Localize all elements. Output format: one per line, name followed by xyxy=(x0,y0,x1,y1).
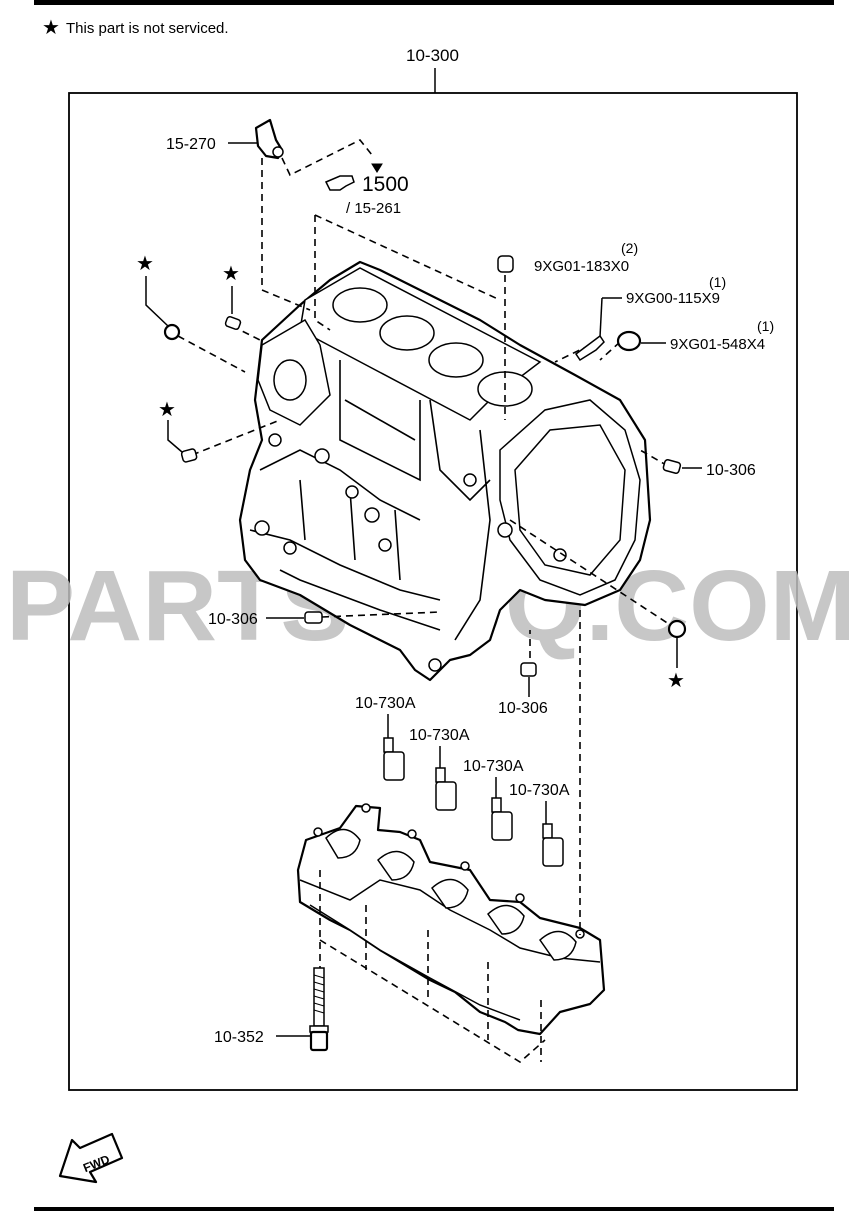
note-text: This part is not serviced. xyxy=(66,20,229,37)
part-10-306-bottom[interactable]: 10-306 xyxy=(498,662,548,717)
label-10-730a-4[interactable]: 10-730A xyxy=(509,782,570,799)
reference-1500[interactable]: 1500 / 15-261 xyxy=(324,163,409,217)
part-10-352[interactable]: 10-352 xyxy=(214,967,329,1052)
label-10-730a-1[interactable]: 10-730A xyxy=(355,695,416,712)
star-icon: ★ xyxy=(136,253,154,275)
qty-115x9: (1) xyxy=(709,274,726,290)
part-9xg00-115x9[interactable]: (1) 9XG00-115X9 xyxy=(574,274,726,362)
qty-548x4: (1) xyxy=(757,318,774,334)
star-part-plug-right[interactable]: ★ xyxy=(667,619,687,692)
label-1500[interactable]: 1500 xyxy=(362,173,409,196)
label-9xg01-548x4[interactable]: 9XG01-548X4 xyxy=(670,336,765,353)
cylinder-block[interactable] xyxy=(238,260,652,682)
star-part-pin-lower[interactable]: ★ xyxy=(158,399,198,463)
part-10-306-right[interactable]: 10-306 xyxy=(662,459,756,479)
pointing-hand-icon xyxy=(324,175,355,191)
part-15-270[interactable]: 15-270 xyxy=(166,118,284,160)
part-10-730a-1[interactable]: 10-730A xyxy=(355,695,416,781)
arrow-head xyxy=(371,163,383,173)
label-10-306-right[interactable]: 10-306 xyxy=(706,462,756,479)
label-10-306-bottom[interactable]: 10-306 xyxy=(498,700,548,717)
star-icon: ★ xyxy=(158,399,176,421)
star-part-plug-left[interactable]: ★ xyxy=(136,253,181,341)
label-15-261[interactable]: / 15-261 xyxy=(346,200,401,217)
part-9xg01-548x4[interactable]: (1) 9XG01-548X4 xyxy=(616,318,774,353)
label-9xg01-183x0[interactable]: 9XG01-183X0 xyxy=(534,258,629,275)
main-part-label[interactable]: 10-300 xyxy=(406,46,459,65)
label-15-270[interactable]: 15-270 xyxy=(166,136,216,153)
star-part-pin-upper[interactable]: ★ xyxy=(222,263,242,330)
bottom-rule xyxy=(34,1207,834,1211)
star-icon: ★ xyxy=(222,263,240,285)
part-10-730a-2[interactable]: 10-730A xyxy=(409,727,470,811)
part-9xg01-183x0[interactable]: (2) 9XG01-183X0 xyxy=(497,240,638,275)
label-10-306-left[interactable]: 10-306 xyxy=(208,611,258,628)
label-10-730a-2[interactable]: 10-730A xyxy=(409,727,470,744)
not-serviced-note: ★ This part is not serviced. xyxy=(42,17,229,39)
main-bearing-caps[interactable] xyxy=(296,803,606,1036)
qty-183x0: (2) xyxy=(621,240,638,256)
fwd-arrow-icon: FWD xyxy=(58,1132,124,1184)
assembly-frame xyxy=(68,92,798,1091)
label-10-730a-3[interactable]: 10-730A xyxy=(463,758,524,775)
label-9xg00-115x9[interactable]: 9XG00-115X9 xyxy=(626,290,720,307)
part-10-306-left[interactable]: 10-306 xyxy=(208,611,323,628)
star-icon: ★ xyxy=(42,17,60,39)
top-rule xyxy=(34,0,834,5)
part-10-730a-3[interactable]: 10-730A xyxy=(463,758,524,841)
star-icon: ★ xyxy=(667,670,685,692)
label-10-352[interactable]: 10-352 xyxy=(214,1029,264,1046)
part-10-730a-4[interactable]: 10-730A xyxy=(509,782,570,867)
